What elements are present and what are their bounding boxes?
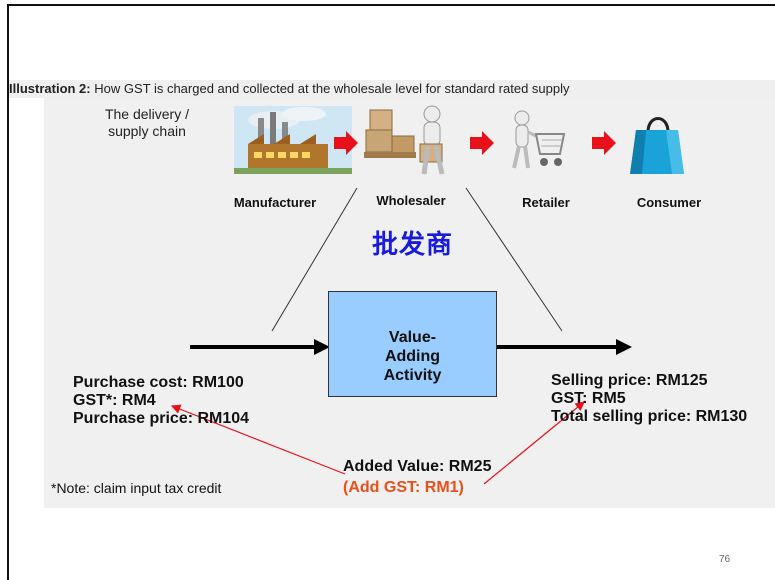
added-value: Added Value: RM25 [343, 458, 492, 475]
shopping-cart-icon [512, 110, 566, 169]
output-flow-arrowhead [616, 339, 632, 355]
illustration-title-prefix: Illustration 2: [9, 81, 91, 96]
stage-label-retailer: Retailer [522, 195, 570, 210]
input-tax-credit-note: *Note: claim input tax credit [51, 480, 222, 496]
added-gst: (Add GST: RM1) [343, 479, 464, 496]
value-box-line3: Activity [383, 367, 442, 384]
purchase-info: Purchase cost: RM100 GST*: RM4 Purchase … [73, 374, 249, 428]
shopping-bag-icon [630, 117, 684, 174]
value-adding-activity-box: Value- Adding Activity [328, 291, 497, 397]
value-box-line1: Value- [388, 329, 437, 346]
supply-chain-label: The delivery / supply chain [92, 106, 202, 140]
wholesaler-chinese-label: 批发商 [372, 230, 454, 260]
annotation-arrow-to-purchase-gst [170, 404, 346, 475]
wholesaler-boxes-icon [364, 105, 445, 175]
selling-info: Selling price: RM125 GST: RM5 Total sell… [551, 372, 747, 426]
red-chain-arrow [592, 131, 616, 155]
stage-label-manufacturer: Manufacturer [233, 195, 317, 210]
factory-icon [234, 106, 352, 174]
supply-chain-label-line2: supply chain [108, 123, 186, 139]
triangle-right-line [465, 187, 563, 332]
slide-frame [7, 4, 775, 580]
illustration-title: Illustration 2: How GST is charged and c… [9, 80, 775, 98]
purchase-price: Purchase price: RM104 [73, 410, 250, 427]
stage-label-consumer: Consumer [636, 195, 702, 210]
input-flow-arrowhead [314, 339, 330, 355]
page-number: 76 [719, 554, 731, 565]
red-chain-arrow [334, 131, 358, 155]
value-box-line2: Adding [384, 348, 441, 365]
supply-chain-label-line1: The delivery / [104, 106, 190, 122]
illustration-title-text: How GST is charged and collected at the … [90, 81, 570, 96]
purchase-gst: GST*: RM4 [73, 392, 156, 409]
total-selling-price: Total selling price: RM130 [551, 408, 748, 425]
selling-gst: GST: RM5 [551, 390, 626, 407]
stage-label-wholesaler: Wholesaler [376, 193, 446, 208]
triangle-left-line [271, 187, 358, 332]
annotation-arrow-to-selling-gst [483, 401, 585, 485]
red-chain-arrow [470, 131, 494, 155]
selling-price: Selling price: RM125 [551, 372, 708, 389]
purchase-cost: Purchase cost: RM100 [73, 374, 244, 391]
added-value-block: Added Value: RM25 (Add GST: RM1) [343, 456, 491, 498]
